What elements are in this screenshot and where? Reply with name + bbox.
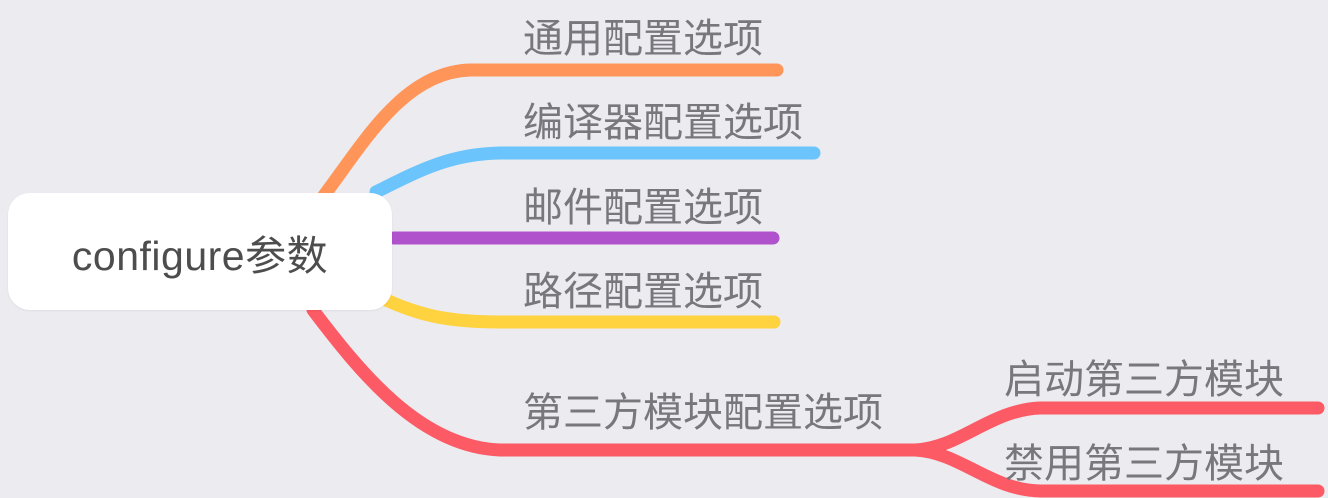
branch-line-compiler[interactable]: [369, 146, 821, 199]
root-node[interactable]: configure参数: [8, 193, 392, 310]
branch-label-mail[interactable]: 邮件配置选项: [523, 186, 763, 230]
branch-line-disable-thirdparty[interactable]: [908, 443, 1325, 498]
branch-label-disable-thirdparty[interactable]: 禁用第三方模块: [1004, 442, 1284, 486]
branch-label-thirdparty[interactable]: 第三方模块配置选项: [523, 391, 883, 435]
branch-label-compiler[interactable]: 编译器配置选项: [523, 101, 803, 145]
branch-line-general[interactable]: [309, 63, 784, 213]
root-node-label: configure参数: [71, 232, 329, 279]
branch-label-enable-thirdparty[interactable]: 启动第三方模块: [1004, 358, 1284, 402]
branch-label-general[interactable]: 通用配置选项: [523, 17, 763, 61]
branch-line-path[interactable]: [375, 291, 781, 329]
branch-line-thirdparty[interactable]: [306, 303, 922, 457]
branch-label-path[interactable]: 路径配置选项: [523, 270, 763, 314]
